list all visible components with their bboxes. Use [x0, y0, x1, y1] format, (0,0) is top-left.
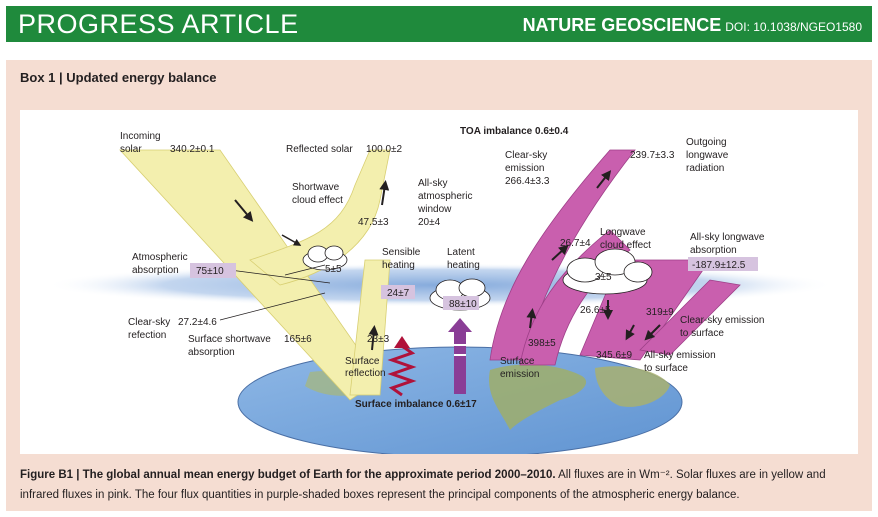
- surface-emission-value: 398±5: [528, 338, 556, 349]
- lw-cloud-label-2: cloud effect: [600, 240, 651, 251]
- lw-cloud-arrow: [551, 244, 569, 261]
- lw-absorption-flow: [639, 279, 741, 356]
- surface-sw-label-2: absorption: [188, 347, 235, 358]
- atm-absorption-label-2: absorption: [132, 265, 179, 276]
- surface-reflection-arrow: [368, 325, 379, 351]
- clear-sky-emission-arrow: [596, 170, 612, 189]
- lw-absorption-label-1: All-sky longwave: [690, 232, 765, 243]
- leader-line: [229, 269, 331, 284]
- all-sky-surface-label-2: to surface: [644, 363, 688, 374]
- box-1: Box 1 | Updated energy balance: [6, 60, 872, 511]
- surface-sw-label-1: Surface shortwave: [188, 334, 271, 345]
- surface-reflection-label-2: reflection: [345, 368, 386, 379]
- sw-cloud-value: 47.5±3: [358, 217, 389, 228]
- section-title: PROGRESS ARTICLE: [18, 9, 299, 39]
- sw-cloud-label-2: cloud effect: [292, 195, 343, 206]
- latent-heating-stripe: [454, 344, 466, 346]
- window-label-2: atmospheric: [418, 191, 472, 202]
- latent-heating-box: [443, 296, 479, 310]
- outgoing-lw-label-1: Outgoing: [686, 137, 727, 148]
- all-sky-surface-label-1: All-sky emission: [644, 350, 716, 361]
- journal-name: NATURE GEOSCIENCE: [522, 15, 722, 35]
- surface-imbalance: Surface imbalance 0.6±17: [355, 399, 477, 410]
- atm-absorption-label-1: Atmospheric: [132, 252, 188, 263]
- reflected-arrow: [379, 180, 390, 206]
- sensible-label-2: heating: [382, 260, 415, 271]
- energy-budget-diagram: TOA imbalance 0.6±0.4 Incoming solar 340…: [20, 110, 858, 454]
- window-label-3: window: [417, 204, 452, 215]
- diagram-svg: TOA imbalance 0.6±0.4 Incoming solar 340…: [45, 126, 835, 454]
- leader-line: [284, 264, 326, 276]
- clear-sky-reflection-value: 27.2±4.6: [178, 317, 217, 328]
- surface-reflection-value: 23±3: [367, 334, 390, 345]
- downward-arrow-2: [625, 324, 635, 341]
- latent-value: 88±10: [449, 299, 477, 310]
- leader-line: [219, 292, 326, 321]
- surface-sw-value: 165±6: [284, 334, 312, 345]
- latent-label-1: Latent: [447, 247, 475, 258]
- latent-heating-arrowhead: [448, 318, 472, 332]
- incoming-solar-value: 340.2±0.1: [170, 144, 215, 155]
- all-sky-surface-value: 345.6±9: [596, 350, 633, 361]
- doi: DOI: 10.1038/NGEO1580: [725, 20, 862, 34]
- sensible-heating-box: [381, 285, 415, 299]
- lw-absorption-value: -187.9±12.5: [692, 260, 746, 271]
- reflected-solar-label: Reflected solar: [286, 144, 353, 155]
- caption-text: All fluxes are in Wm⁻². Solar fluxes are…: [20, 469, 826, 501]
- reflected-solar-flow: [249, 149, 391, 286]
- sensible-value: 24±7: [387, 288, 410, 299]
- sw-cloud-label-1: Shortwave: [292, 182, 340, 193]
- value-26-6: 26.6±5: [580, 305, 611, 316]
- window-value: 20±4: [418, 217, 441, 228]
- incoming-arrow: [234, 199, 254, 222]
- lw-absorption-label-2: absorption: [690, 245, 737, 256]
- sensible-heating-arrowhead: [394, 336, 410, 348]
- cloud-reflection-arrow: [281, 234, 302, 246]
- sensible-heating-wave: [387, 344, 417, 397]
- downward-arrow-3: [644, 324, 661, 341]
- continent-shape: [595, 366, 670, 407]
- surface-reflection-label-1: Surface: [345, 356, 380, 367]
- lw-cloud-value: 26.7±4: [560, 238, 591, 249]
- value-319: 319±9: [646, 307, 674, 318]
- surface-emission-label-1: Surface: [500, 356, 535, 367]
- outgoing-lw-value: 239.7±3.3: [630, 150, 675, 161]
- atm-absorption-value: 75±10: [196, 266, 224, 277]
- shortwave-cloud: [302, 245, 348, 271]
- longwave-cloud: [562, 248, 653, 295]
- box-title: Box 1 | Updated energy balance: [20, 70, 217, 85]
- clear-sky-surface-label-1: Clear-sky emission: [680, 315, 764, 326]
- atmospheric-absorption-box: [190, 263, 236, 278]
- window-label-1: All-sky: [418, 178, 447, 189]
- surface-emission-label-2: emission: [500, 369, 539, 380]
- latent-label-2: heating: [447, 260, 480, 271]
- surface-emission-arrow: [526, 308, 537, 329]
- outgoing-lw-label-2: longwave: [686, 150, 729, 161]
- lw-absorption-box: [688, 257, 758, 271]
- cloud-small-value: 5±5: [325, 264, 342, 275]
- clear-sky-emission-label-2: emission: [505, 163, 544, 174]
- clear-sky-surface-label-2: to surface: [680, 328, 724, 339]
- clear-sky-reflection-label-2: refection: [128, 330, 166, 341]
- reflected-solar-value: 100.0±2: [366, 144, 403, 155]
- toa-imbalance: TOA imbalance 0.6±0.4: [460, 126, 569, 137]
- incoming-solar-label-2: solar: [120, 144, 142, 155]
- cloud-lw-small-value: 3±5: [595, 272, 612, 283]
- caption-bold: Figure B1 | The global annual mean energ…: [20, 469, 556, 481]
- outgoing-lw-label-3: radiation: [686, 163, 724, 174]
- clear-sky-emission-value: 266.4±3.3: [505, 176, 550, 187]
- latent-heating-shaft: [454, 332, 466, 394]
- latent-heating-stripe: [454, 354, 466, 356]
- clear-sky-reflection-label-1: Clear-sky: [128, 317, 170, 328]
- figure-caption: Figure B1 | The global annual mean energ…: [20, 465, 858, 505]
- clear-sky-emission-label-1: Clear-sky: [505, 150, 547, 161]
- continent-shape: [489, 364, 587, 430]
- lw-cloud-label-1: Longwave: [600, 227, 646, 238]
- sensible-label-1: Sensible: [382, 247, 421, 258]
- incoming-solar-label-1: Incoming: [120, 131, 161, 142]
